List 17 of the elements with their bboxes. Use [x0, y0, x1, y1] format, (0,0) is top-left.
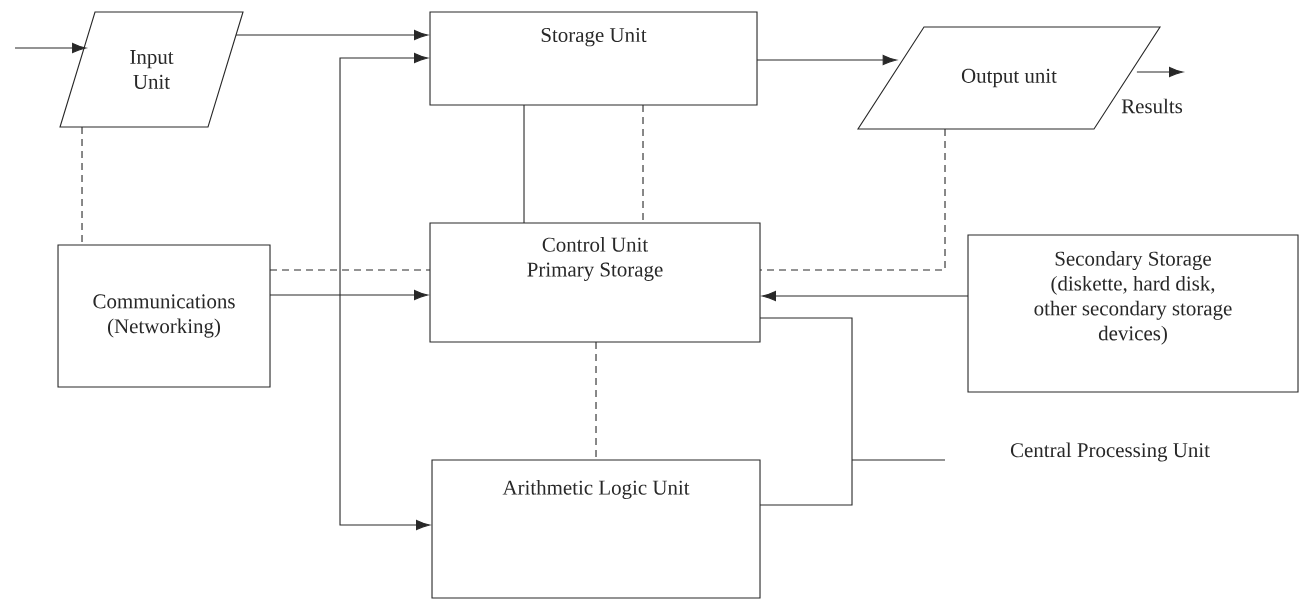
arrow [269, 289, 429, 301]
bracket-label: Central Processing Unit [1010, 442, 1210, 462]
arrow [339, 52, 431, 531]
arrow [761, 290, 969, 302]
io-parallelogram: Input Unit [59, 11, 244, 128]
unit-box: Arithmetic Logic Unit [431, 459, 761, 599]
arrow [14, 42, 87, 54]
arrow [756, 54, 897, 66]
unit-box: Storage Unit [429, 11, 758, 106]
unit-box: Communications (Networking) [57, 244, 271, 388]
dashed-line [269, 269, 431, 271]
dashed-line [759, 128, 946, 271]
connector-line [523, 104, 525, 224]
arrow [235, 29, 429, 41]
unit-box: Control Unit Primary Storage [429, 222, 761, 343]
unit-box: Secondary Storage (diskette, hard disk, other secondary storage devices) [967, 234, 1299, 393]
arrow [1136, 66, 1184, 78]
